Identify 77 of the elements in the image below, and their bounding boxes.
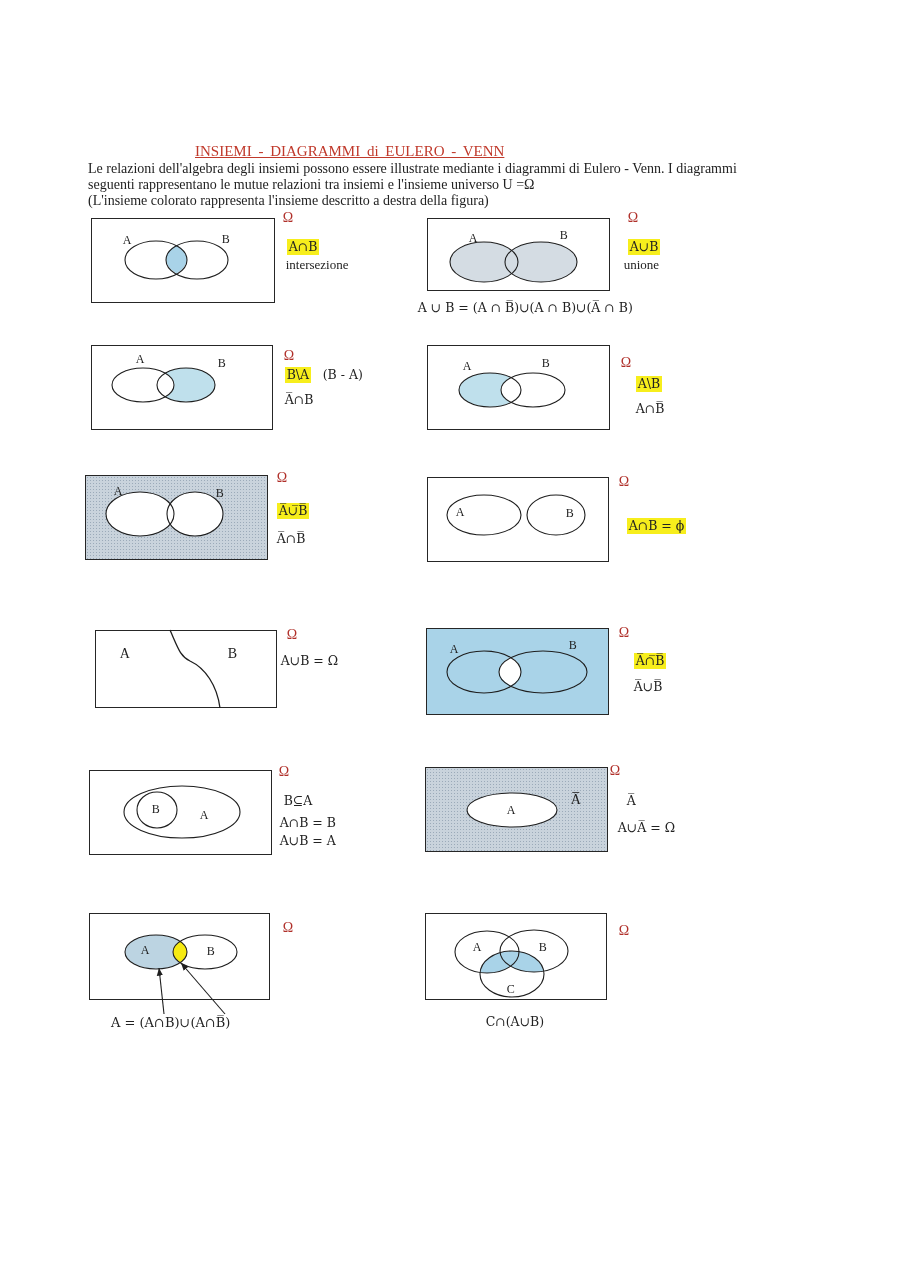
set-label: C bbox=[506, 981, 515, 997]
operation-name: unione bbox=[623, 256, 660, 272]
highlighted-formula: A∪B bbox=[627, 238, 661, 255]
formula: A ∪ B = (A ∩ B̅)∪(A ∩ B)∪(A̅ ∩ B) bbox=[417, 299, 633, 316]
set-label: A bbox=[140, 942, 150, 958]
set-label: B bbox=[538, 939, 547, 955]
set-label: A bbox=[468, 230, 478, 246]
set-label: A bbox=[135, 351, 145, 367]
set-label: B bbox=[541, 355, 550, 371]
set-circle bbox=[453, 929, 520, 974]
set-circle bbox=[498, 928, 569, 973]
highlighted-formula: A̅∪̅B̅ bbox=[276, 502, 310, 519]
formula: B⊆A bbox=[283, 792, 313, 809]
leader-arrow bbox=[156, 967, 165, 1015]
set-ellipse bbox=[525, 493, 586, 536]
set-label: A bbox=[113, 483, 123, 499]
set-ellipse bbox=[122, 784, 241, 839]
universe-label: Ω bbox=[276, 469, 288, 485]
set-label: A bbox=[199, 807, 209, 823]
formula: A∪B = A bbox=[279, 832, 336, 849]
universe-label: Ω bbox=[609, 762, 621, 778]
set-label: A bbox=[462, 358, 472, 374]
formula: A̅∩B bbox=[284, 391, 314, 408]
set-label: B bbox=[559, 227, 568, 243]
set-label: A bbox=[122, 232, 132, 248]
set-label: B bbox=[151, 801, 160, 817]
set-ellipse bbox=[465, 791, 558, 828]
highlighted-formula: B\A bbox=[284, 366, 312, 383]
highlighted-formula: A∩B bbox=[286, 238, 320, 255]
set-label: B bbox=[215, 485, 224, 501]
universe-label: Ω bbox=[282, 919, 294, 935]
formula: A∪A̅ = Ω bbox=[617, 819, 675, 836]
set-label: B bbox=[221, 231, 230, 247]
set-ellipse bbox=[123, 933, 188, 970]
region-label: B bbox=[227, 645, 238, 661]
note-text: (L'insieme colorato rappresenta l'insieme descritto a destra della figura) bbox=[88, 193, 490, 209]
formula: A∪B = Ω bbox=[280, 652, 339, 669]
set-label: B bbox=[206, 943, 215, 959]
set-circle bbox=[478, 949, 545, 998]
highlighted-formula: A∩B = ϕ bbox=[626, 517, 687, 534]
set-circle bbox=[135, 790, 178, 829]
operation-name: intersezione bbox=[285, 256, 349, 272]
universe-label: Ω bbox=[286, 626, 298, 642]
set-label: B bbox=[217, 355, 226, 371]
set-ellipse bbox=[165, 490, 224, 537]
set-label: A bbox=[449, 641, 459, 657]
set-ellipse bbox=[445, 493, 522, 536]
formula: A = (A∩B)∪(A∩B̅) bbox=[111, 1014, 231, 1032]
formula: A̅∪B̅ bbox=[633, 678, 663, 695]
formula: (B - A) bbox=[322, 366, 363, 383]
formula: C∩(A∪B) bbox=[485, 1013, 545, 1030]
complement-label: A̅ bbox=[570, 791, 581, 807]
page-title: INSIEMI - DIAGRAMMI di EULERO - VENN bbox=[195, 143, 505, 160]
region-label: A bbox=[119, 645, 130, 661]
universe-label: Ω bbox=[618, 624, 630, 640]
set-label: B bbox=[568, 637, 577, 653]
universe-label: Ω bbox=[620, 354, 632, 370]
universe-label: Ω bbox=[278, 763, 290, 779]
set-label: A bbox=[455, 504, 465, 520]
universe-label: Ω bbox=[618, 922, 630, 938]
intro-text: Le relazioni dell'algebra degli insiemi possono essere illustrate mediante i diagrammi di Eulero - Venn. I diagrammi seguenti rappresentano le mutue relazioni tra insiemi e l'insieme universo U =Ω bbox=[88, 161, 738, 193]
set-ellipse bbox=[171, 933, 238, 970]
universe-label: Ω bbox=[282, 209, 294, 225]
universe-label: Ω bbox=[283, 347, 295, 363]
universe-label: Ω bbox=[618, 473, 630, 489]
universe-label: Ω bbox=[627, 209, 639, 225]
leader-arrow bbox=[180, 962, 226, 1015]
highlighted-region bbox=[173, 941, 187, 963]
formula: A̅ bbox=[626, 792, 636, 809]
highlighted-formula: A̅∩̅B̅ bbox=[633, 652, 667, 669]
highlighted-formula: A\B bbox=[635, 375, 663, 392]
formula: A∩B = B bbox=[279, 814, 336, 831]
set-label: A bbox=[472, 939, 482, 955]
set-label: A bbox=[506, 802, 516, 818]
formula: A̅∩B̅ bbox=[276, 530, 306, 547]
set-label: B bbox=[565, 505, 574, 521]
formula: A∩B̅ bbox=[635, 400, 665, 417]
